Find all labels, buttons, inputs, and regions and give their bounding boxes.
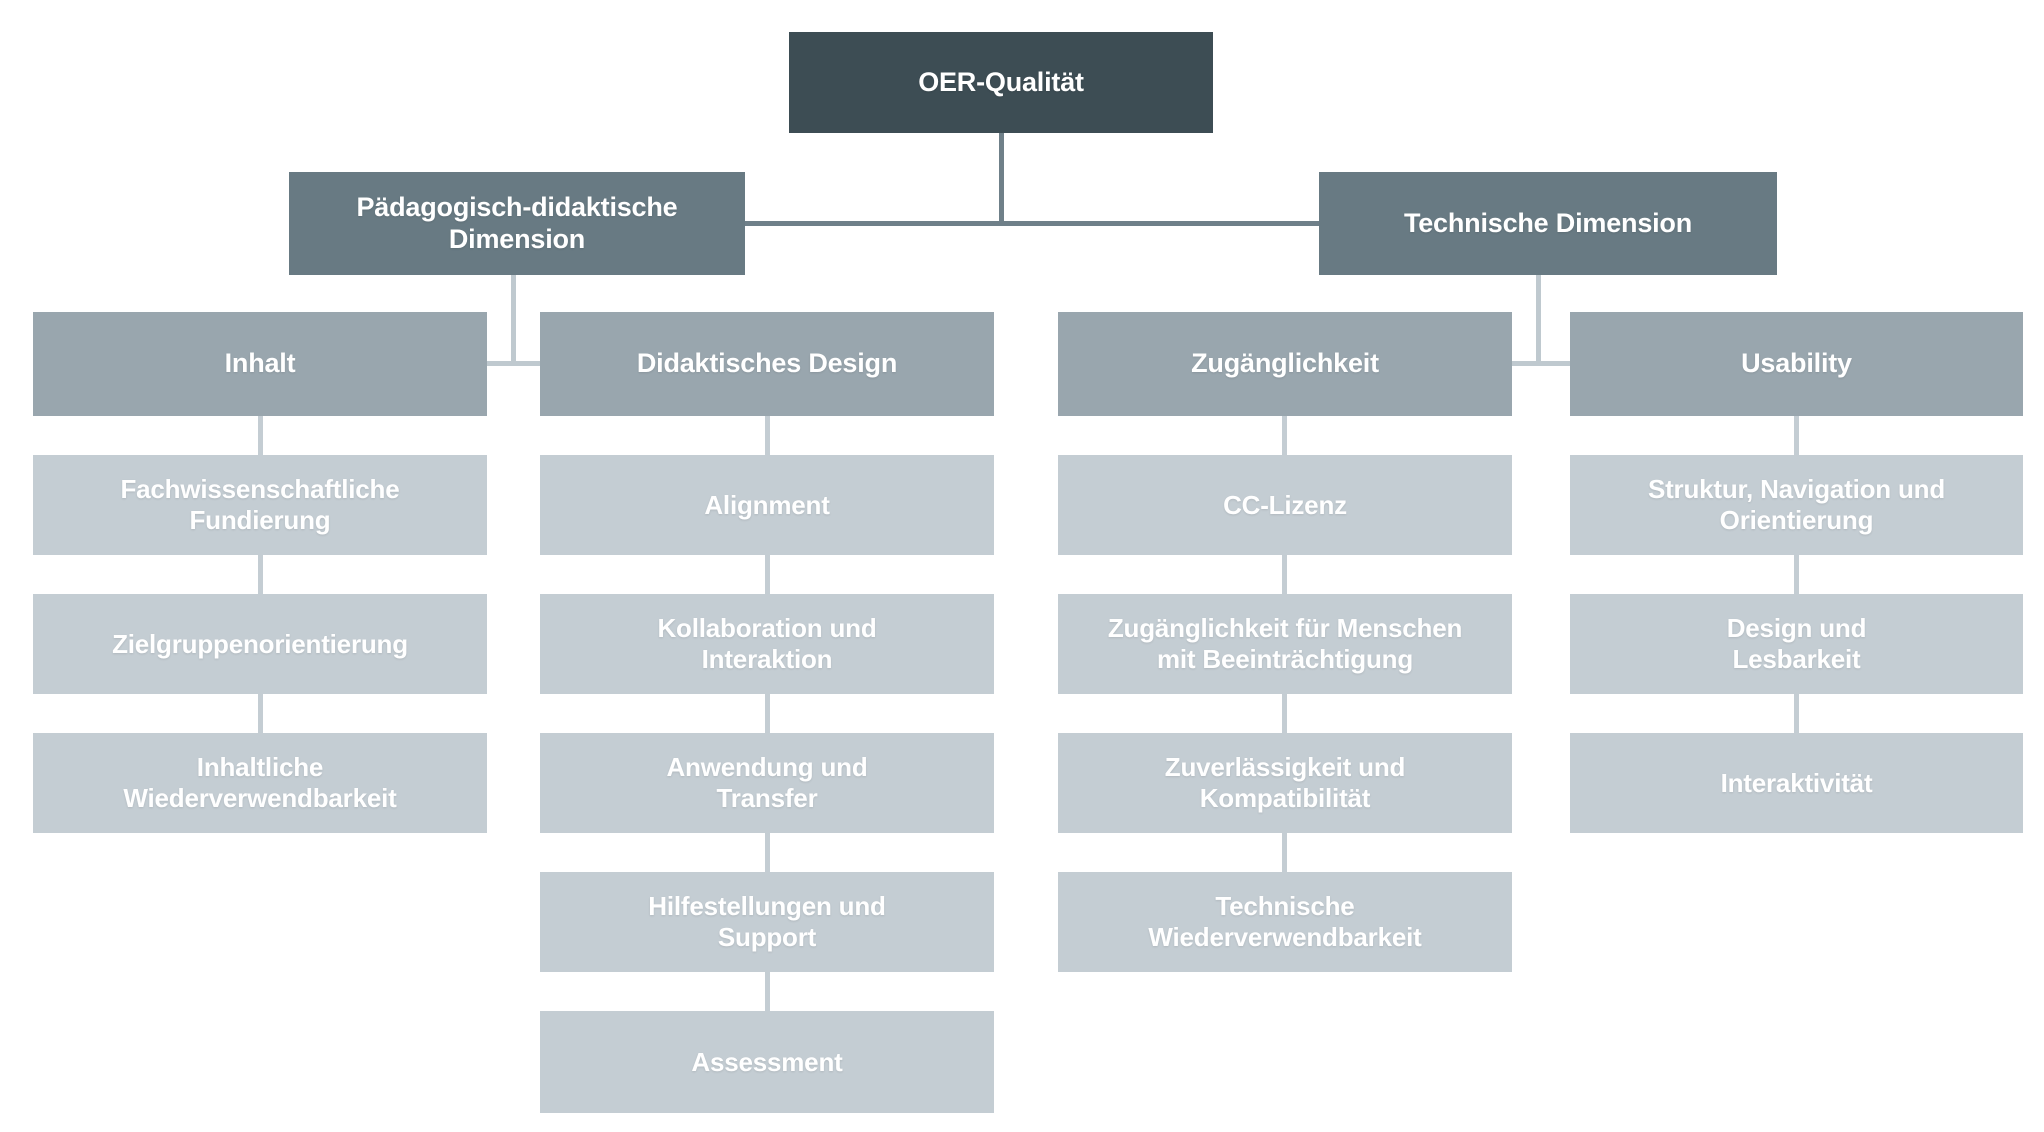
connector-usability-3	[1794, 694, 1799, 733]
node-zuverlaessigkeit-und-kompatibilitaet: Zuverlässigkeit und Kompatibilität	[1058, 733, 1512, 833]
node-interaktivitaet: Interaktivität	[1570, 733, 2023, 833]
connector-usability-1	[1794, 416, 1799, 455]
node-inhaltliche-wiederverwendbarkeit: Inhaltliche Wiederverwendbarkeit	[33, 733, 487, 833]
node-oer-qualitaet: OER-Qualität	[789, 32, 1213, 133]
node-zielgruppenorientierung: Zielgruppenorientierung	[33, 594, 487, 694]
node-zugaenglichkeit-fuer-menschen: Zugänglichkeit für Menschen mit Beeinträ…	[1058, 594, 1512, 694]
node-usability: Usability	[1570, 312, 2023, 416]
connector-inhalt-3	[258, 694, 263, 733]
connector-didaktik-1	[765, 416, 770, 455]
connector-zugaenglichkeit-3	[1282, 694, 1287, 733]
connector-didaktik-4	[765, 833, 770, 872]
node-technische-dimension: Technische Dimension	[1319, 172, 1777, 275]
connector-inhalt-1	[258, 416, 263, 455]
node-struktur-navigation-orientierung: Struktur, Navigation und Orientierung	[1570, 455, 2023, 555]
node-kollaboration-und-interaktion: Kollaboration und Interaktion	[540, 594, 994, 694]
node-inhalt: Inhalt	[33, 312, 487, 416]
node-alignment: Alignment	[540, 455, 994, 555]
connector-zugaenglichkeit-1	[1282, 416, 1287, 455]
connector-root-crossbar	[745, 221, 1319, 226]
connector-didaktik-2	[765, 555, 770, 594]
node-design-und-lesbarkeit: Design und Lesbarkeit	[1570, 594, 2023, 694]
connector-usability-2	[1794, 555, 1799, 594]
node-technische-wiederverwendbarkeit: Technische Wiederverwendbarkeit	[1058, 872, 1512, 972]
connector-zugaenglichkeit-4	[1282, 833, 1287, 872]
node-didaktisches-design: Didaktisches Design	[540, 312, 994, 416]
connector-technische-stem	[1536, 275, 1541, 366]
connector-inhalt-2	[258, 555, 263, 594]
connector-root-stem	[999, 133, 1004, 226]
node-paedagogisch-didaktische-dimension: Pädagogisch-didaktische Dimension	[289, 172, 745, 275]
node-cc-lizenz: CC-Lizenz	[1058, 455, 1512, 555]
connector-paedagogisch-crossbar	[487, 361, 540, 366]
connector-didaktik-5	[765, 972, 770, 1011]
connector-paedagogisch-stem	[511, 275, 516, 366]
node-fachwissenschaftliche-fundierung: Fachwissenschaftliche Fundierung	[33, 455, 487, 555]
node-assessment: Assessment	[540, 1011, 994, 1113]
connector-didaktik-3	[765, 694, 770, 733]
node-hilfestellungen-und-support: Hilfestellungen und Support	[540, 872, 994, 972]
node-anwendung-und-transfer: Anwendung und Transfer	[540, 733, 994, 833]
connector-technische-crossbar	[1512, 361, 1570, 366]
connector-zugaenglichkeit-2	[1282, 555, 1287, 594]
node-zugaenglichkeit: Zugänglichkeit	[1058, 312, 1512, 416]
